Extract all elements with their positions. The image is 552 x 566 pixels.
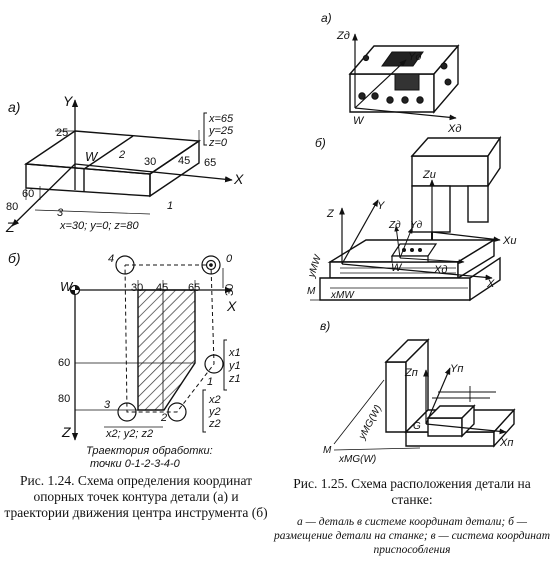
fig125-b-ymw: yMW: [306, 252, 324, 279]
fig124-b-n30v: 30: [224, 284, 236, 296]
fig125-b-m: M: [307, 286, 316, 297]
fig125-a-zd: Zд: [336, 30, 350, 42]
fig124-b-n80: 80: [58, 393, 70, 405]
fig125-a-xd: Xд: [447, 123, 461, 135]
fig124-a-n45: 45: [178, 155, 190, 167]
fig124-b-g1-z: z1: [228, 373, 241, 385]
fig124-panel-a: а) Y X Z 25 W 3: [5, 93, 244, 235]
fig124-a-n30: 30: [144, 156, 156, 168]
fig124-b-tool-circles: [115, 255, 224, 422]
fig124-b-g2-y: y2: [208, 406, 221, 418]
fig125-c-xn: Xп: [499, 437, 513, 449]
fig124-b-g2-x: x2: [208, 394, 221, 406]
fig124-b-g1-y: y1: [228, 360, 241, 372]
fig124-b-traj-title: Траектория обработки:: [86, 445, 213, 457]
fig125-b-w: W: [391, 262, 403, 274]
fig124-a-n60: 60: [22, 188, 34, 200]
fig124-a-coord-x: x=65: [208, 113, 234, 125]
fig124-a-p2: 2: [118, 149, 125, 161]
fig124-b-trajectory: [124, 264, 215, 413]
fig124-a-z-label: Z: [5, 219, 15, 235]
fig125-b-xd: Xд: [433, 264, 447, 276]
fig125-c-zn: Zп: [404, 367, 418, 379]
fig124-b-n45: 45: [156, 282, 168, 294]
fig125-caption-title: Рис. 1.25. Схема расположения детали на …: [293, 476, 531, 507]
fig124-a-x-label: X: [233, 171, 244, 187]
fig124-a-coords-bottom: x=30; y=0; z=80: [59, 220, 139, 232]
fig125-c-xmg: xMG(W): [338, 454, 376, 465]
fig125-b-y: Y: [377, 200, 385, 212]
fig124-b-g1-x: x1: [228, 347, 241, 359]
fig125-c-m: M: [323, 445, 332, 456]
fig124-a-y-label: Y: [63, 93, 74, 109]
fig124-a-n80: 80: [6, 201, 18, 213]
fig125-panel-a: а) Zд Yд Xд W: [321, 11, 461, 135]
fig124-b-n60: 60: [58, 357, 70, 369]
fig124-a-p3: 3: [57, 207, 64, 219]
fig124-b-origin-symbol: [69, 284, 81, 296]
fig124-b-p1: 1: [207, 376, 213, 388]
fig124-b-x-label: X: [226, 298, 237, 314]
fig125-c-g: G: [413, 421, 421, 432]
fig124-b-traj-points: точки 0-1-2-3-4-0: [90, 458, 181, 470]
fig124-caption: Рис. 1.24. Схема определения координат о…: [4, 473, 268, 520]
fig124-b-label: б): [8, 250, 21, 266]
fig125-b-z: Z: [326, 208, 335, 220]
fig124-a-z-axis: [11, 163, 76, 227]
fig125-panel-b: б): [306, 135, 516, 302]
fig124-a-n65: 65: [204, 157, 216, 169]
fig125-c-yn: Yп: [450, 363, 463, 375]
fig125-b-label: б): [315, 136, 326, 150]
fig124-a-box: [23, 130, 202, 198]
fig124-b-part: [137, 289, 196, 411]
fig124-a-coord-y: y=25: [208, 125, 234, 137]
fig125-c-ymg: yMG(W): [356, 403, 384, 442]
fig124-b-z-label: Z: [61, 424, 71, 440]
fig125-b-yd: Yд: [410, 220, 423, 231]
fig124-b-p0: 0: [226, 253, 233, 265]
fig125-b-zd: Zд: [388, 220, 401, 231]
fig125-c-label: в): [320, 319, 330, 333]
fig124-b-p3: 3: [104, 399, 111, 411]
fig125-b-zu: Zu: [422, 169, 436, 181]
fig124-panel-b: б) X Z W: [8, 250, 241, 470]
fig124-a-n25: 25: [56, 127, 68, 139]
fig124-a-w: W: [85, 149, 99, 164]
fig124-b-p4: 4: [108, 253, 114, 265]
fig124-a-coord-z: z=0: [208, 137, 228, 149]
fig125-b-xmw: xMW: [330, 290, 355, 301]
fig124-a-label: а): [8, 99, 20, 115]
fig125-a-yd: Yд: [408, 51, 421, 63]
fig125-panel-c: в) Zп Yп Xп G: [320, 319, 516, 465]
fig124-b-n65: 65: [188, 282, 200, 294]
fig125-a-label: а): [321, 11, 332, 25]
fig124-b-w: W: [60, 279, 74, 294]
fig125-a-w: W: [353, 115, 365, 127]
fig125-b-xu: Xu: [502, 235, 516, 247]
fig125-caption-note: а — деталь в системе координат детали; б…: [273, 516, 550, 556]
fig124-b-bottom-group: x2; y2; z2: [105, 428, 153, 440]
fig124-b-p2: 2: [160, 412, 167, 424]
fig124-b-n30: 30: [131, 282, 143, 294]
fig124-b-g2-z: z2: [208, 418, 221, 430]
fig124-a-p1: 1: [167, 200, 173, 212]
fig125-b-x: X: [486, 278, 495, 290]
